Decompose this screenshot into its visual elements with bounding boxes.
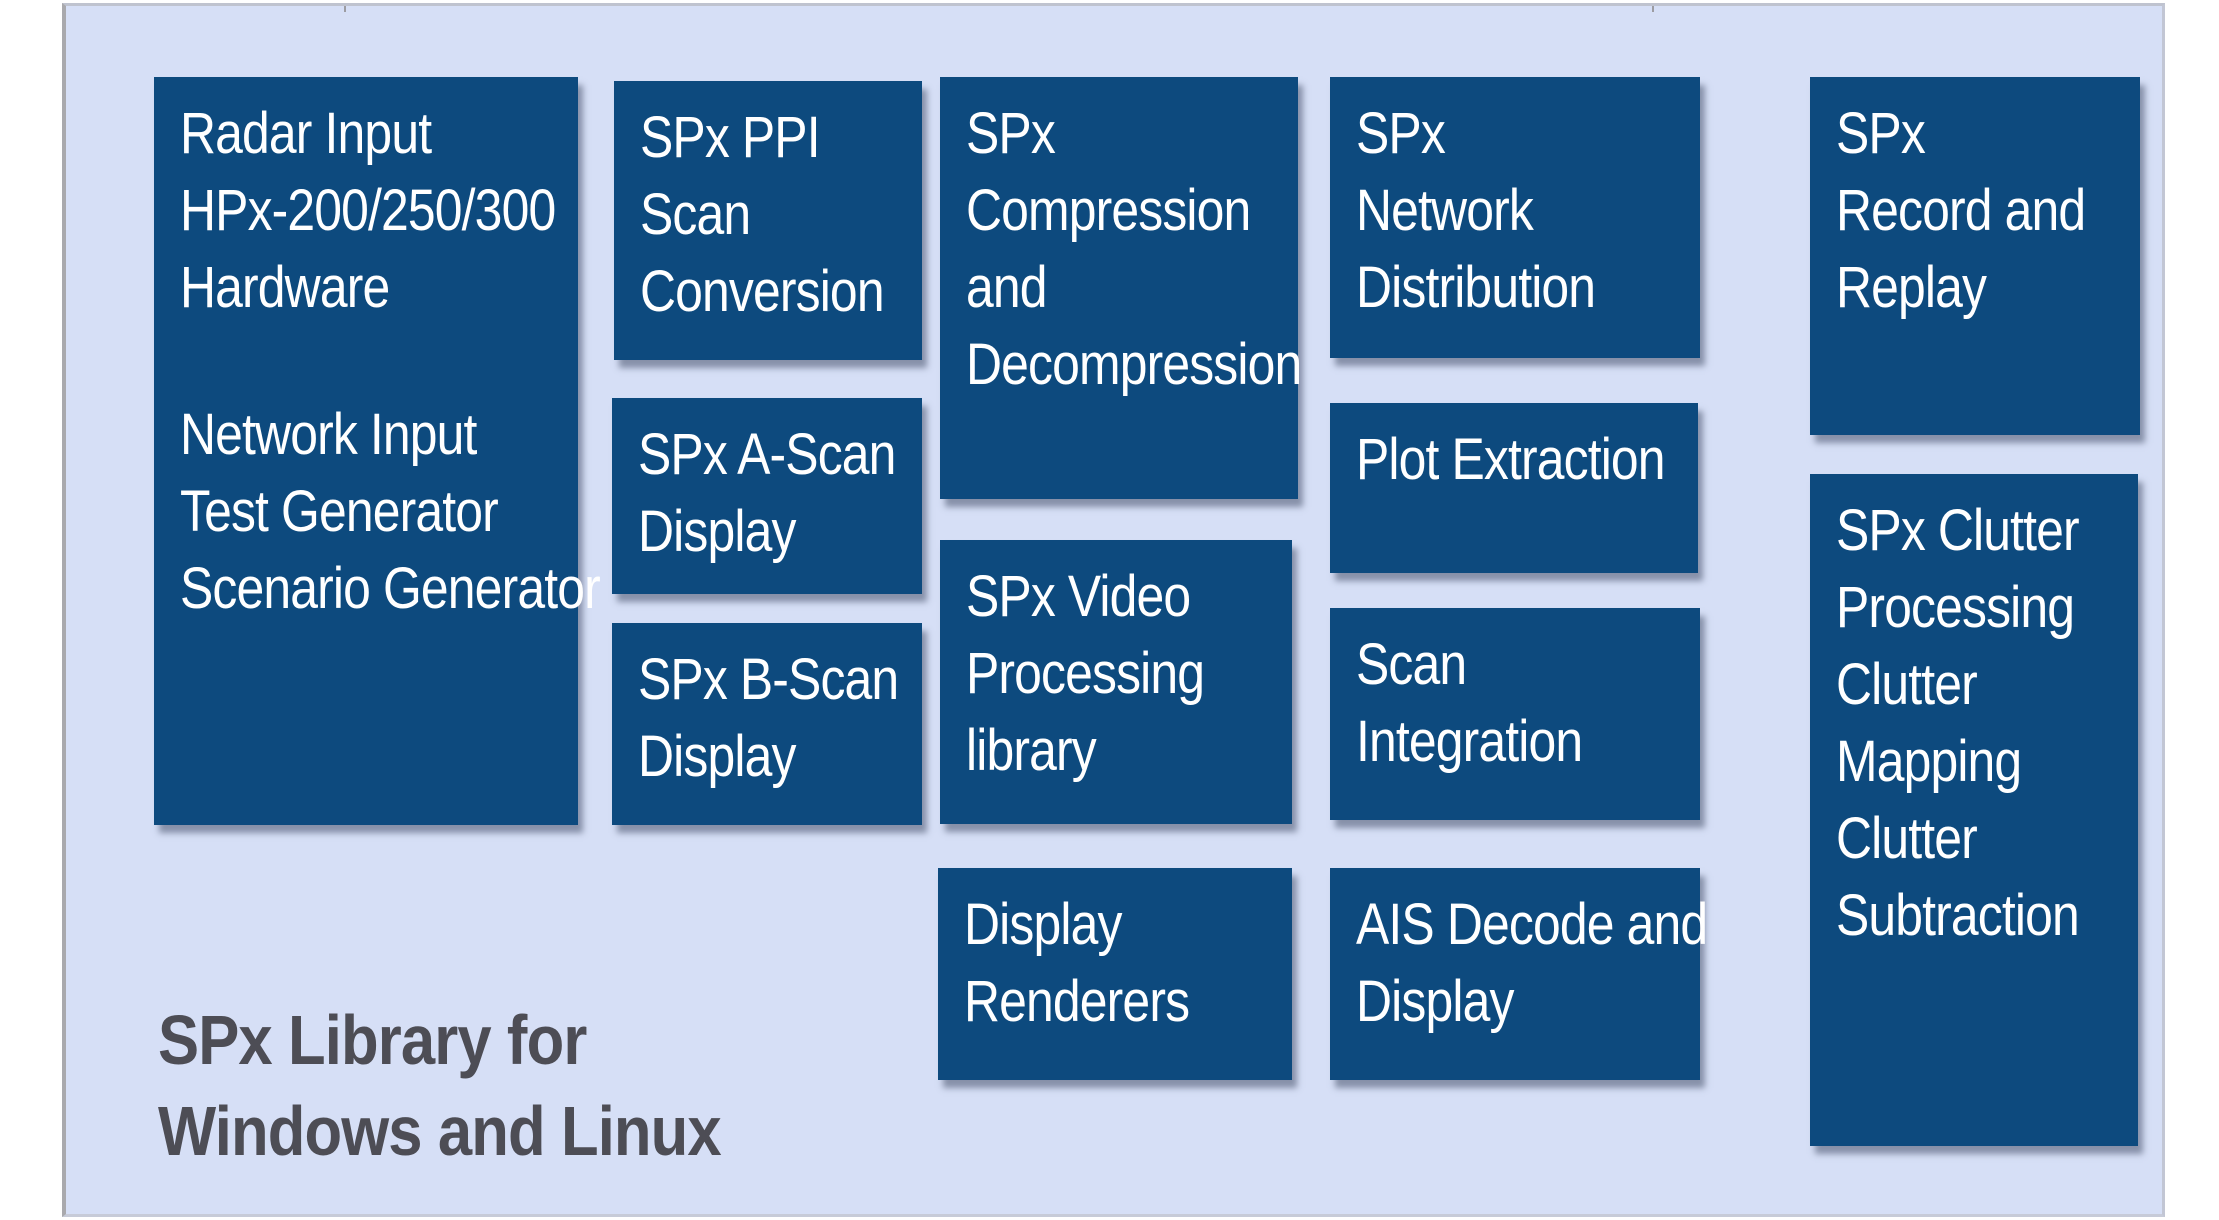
box-text-line: Scan	[1356, 632, 1467, 697]
box-text-line: SPx Video	[966, 564, 1191, 629]
box-text-line: Test Generator	[180, 479, 499, 544]
box-text-line: SPx Clutter	[1836, 498, 2080, 563]
box-text-line: Distribution	[1356, 255, 1596, 320]
caption-line: SPx Library for	[158, 1001, 587, 1079]
box-text-line: SPx PPI	[640, 105, 821, 170]
box-text-line: Processing	[966, 641, 1205, 706]
caption-line: Windows and Linux	[158, 1092, 722, 1170]
library-caption: SPx Library for Windows and Linux	[158, 995, 798, 1177]
box-text-line: Record and	[1836, 178, 2086, 243]
box-text-line: Plot Extraction	[1356, 427, 1666, 492]
box-text-line: Processing	[1836, 575, 2075, 640]
box-compression: SPx Compression and Decompression	[940, 77, 1302, 499]
box-ais-decode: AIS Decode and Display	[1330, 868, 1708, 1080]
box-record-replay: SPx Record and Replay	[1810, 77, 2140, 435]
box-text-line: and	[966, 255, 1048, 320]
box-text-line: SPx	[1836, 101, 1926, 166]
box-text-line: HPx-200/250/300	[180, 178, 556, 243]
box-text-line: Display	[1356, 969, 1514, 1034]
box-radar-input: Radar Input HPx-200/250/300 Hardware Net…	[154, 77, 601, 825]
box-text-line: SPx	[1356, 101, 1446, 166]
box-text-line: Replay	[1836, 255, 1987, 320]
box-text-line: Network	[1356, 178, 1534, 243]
box-network-distribution: SPx Network Distribution	[1330, 77, 1700, 358]
box-text-line: Display	[964, 892, 1122, 957]
box-text-line: Integration	[1356, 709, 1583, 774]
box-text-line: SPx B-Scan	[638, 647, 899, 712]
box-text-line: library	[966, 718, 1097, 783]
box-text-line: Compression	[966, 178, 1251, 243]
box-text-line: AIS Decode and	[1356, 892, 1708, 957]
box-clutter-processing: SPx Clutter Processing Clutter Mapping C…	[1810, 474, 2138, 1146]
box-text-line: Renderers	[964, 969, 1190, 1034]
box-scan-integration: Scan Integration	[1330, 608, 1700, 820]
box-text-line: Clutter	[1836, 652, 1978, 717]
box-text-line: Scan	[640, 182, 751, 247]
box-a-scan-display: SPx A-Scan Display	[612, 398, 922, 594]
panel-top-tick-right	[1652, 6, 1654, 12]
box-text-line: Display	[638, 724, 796, 789]
box-ppi-scan-conversion: SPx PPI Scan Conversion	[614, 81, 922, 360]
box-text-line: Decompression	[966, 332, 1302, 397]
box-text-line: Mapping	[1836, 729, 2022, 794]
box-text-line: Radar Input	[180, 101, 432, 166]
box-text-line: Subtraction	[1836, 883, 2080, 948]
box-video-processing: SPx Video Processing library	[940, 540, 1292, 824]
box-text-line: Scenario Generator	[180, 556, 601, 621]
box-text-line: Hardware	[180, 255, 390, 320]
box-text-line: SPx	[966, 101, 1056, 166]
box-text-line: Network Input	[180, 402, 477, 467]
box-plot-extraction: Plot Extraction	[1330, 403, 1698, 573]
panel-top-tick-left	[344, 6, 346, 12]
box-text-gap	[180, 326, 554, 396]
box-b-scan-display: SPx B-Scan Display	[612, 623, 922, 825]
box-text-line: SPx A-Scan	[638, 422, 896, 487]
box-text-line: Clutter	[1836, 806, 1978, 871]
box-text-line: Display	[638, 499, 796, 564]
box-text-line: Conversion	[640, 259, 885, 324]
box-display-renderers: Display Renderers	[938, 868, 1292, 1080]
